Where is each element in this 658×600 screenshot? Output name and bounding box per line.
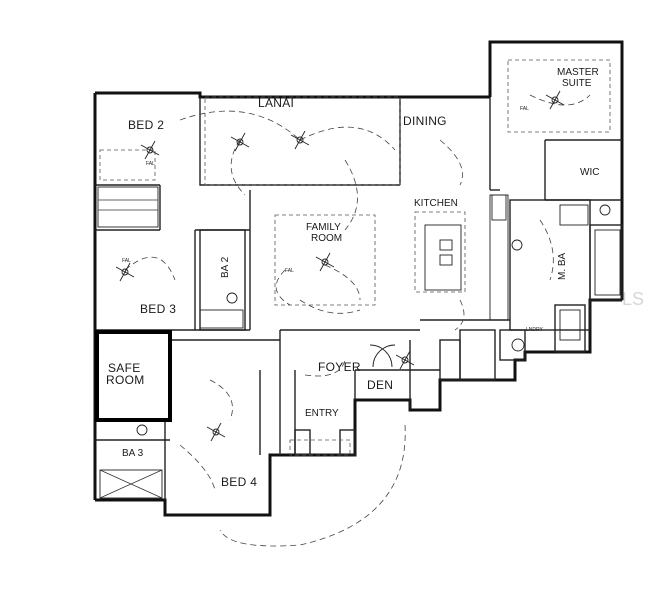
room-label-ba2: BA 2 — [220, 256, 231, 278]
fan-label: FAL — [146, 161, 155, 167]
room-label-master-1: MASTER — [557, 67, 599, 78]
watermark-text: LS — [622, 289, 644, 309]
room-label-bed2: BED 2 — [128, 118, 164, 132]
fan-icon-lanai-2 — [290, 130, 310, 150]
fan-icon-den — [395, 350, 415, 370]
fan-icon-bed4 — [206, 422, 226, 442]
fan-icon-master — [545, 90, 565, 110]
room-label-den: DEN — [367, 378, 393, 392]
room-label-wic: WIC — [580, 167, 599, 178]
room-label-family-2: ROOM — [311, 233, 342, 244]
fan-icon-bed3 — [115, 262, 135, 282]
room-label-lndry: LNDRY — [526, 327, 544, 333]
fan-icon-lanai-1 — [230, 132, 250, 152]
room-label-safe-2: ROOM — [106, 373, 145, 387]
fan-labels: FAL FAL FAL FAL — [122, 106, 529, 274]
safe-room-outline — [95, 330, 172, 422]
room-label-dining: DINING — [403, 114, 447, 128]
room-label-safe-1: SAFE — [108, 361, 141, 375]
room-label-lanai: LANAI — [258, 96, 294, 110]
fan-icon-bed2 — [140, 140, 160, 160]
room-label-ba3: BA 3 — [122, 448, 144, 459]
room-label-bed4: BED 4 — [221, 475, 257, 489]
room-label-entry: ENTRY — [305, 408, 339, 419]
ceiling-outlines — [99, 59, 611, 456]
room-labels: BED 2 LANAI DINING MASTER SUITE WIC KITC… — [106, 67, 599, 489]
fan-label: FAL — [285, 268, 294, 274]
ceiling-fans — [115, 90, 565, 442]
interior-walls — [95, 97, 623, 500]
wiring — [124, 94, 591, 547]
room-label-master-2: SUITE — [562, 78, 592, 89]
room-label-family-1: FAMILY — [306, 222, 341, 233]
fixtures — [97, 186, 621, 499]
fan-label: FAL — [520, 106, 529, 112]
room-label-bed3: BED 3 — [140, 302, 176, 316]
fan-label: FAL — [122, 258, 131, 264]
fan-icon-family — [315, 252, 335, 272]
room-label-kitchen: KITCHEN — [414, 198, 458, 209]
room-label-master-bath: M. BA — [557, 252, 568, 280]
room-label-foyer: FOYER — [318, 360, 361, 374]
